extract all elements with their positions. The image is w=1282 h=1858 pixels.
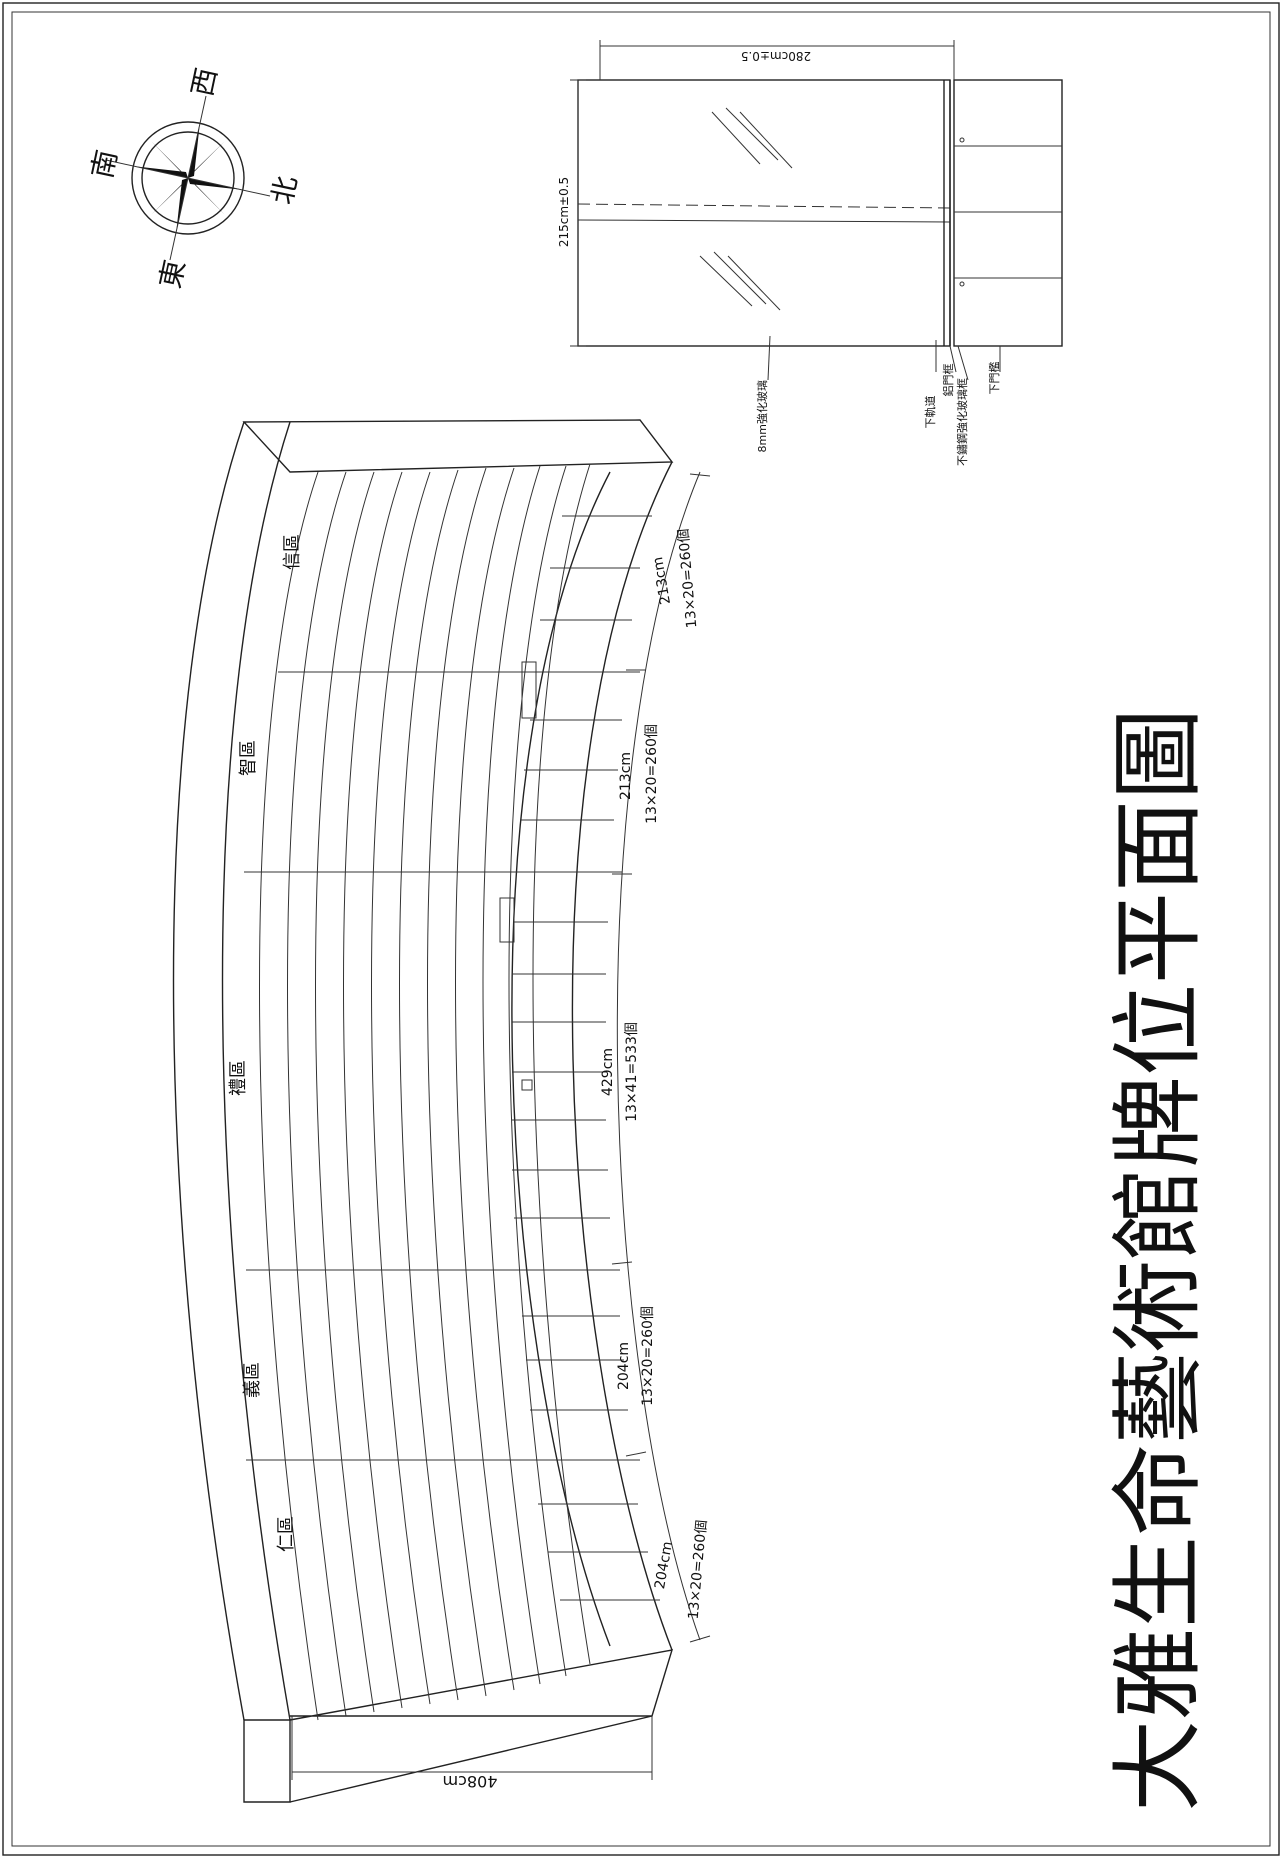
section-count-yi: 13×20=260個 <box>640 1306 656 1406</box>
wall-back-curve <box>172 421 245 1721</box>
compass-north-label: 北 <box>265 173 303 207</box>
inner-border <box>11 11 1271 1847</box>
section-name-ren: 仁區 <box>276 1516 297 1552</box>
compass-west-label: 西 <box>185 65 223 99</box>
section-width-xin: 213cm <box>650 556 674 606</box>
door-glass-label: 8mm強化玻璃 <box>755 380 769 452</box>
section-name-yi: 義區 <box>242 1362 263 1398</box>
door-detail <box>570 40 1063 381</box>
section-count-ren: 13×20=260個 <box>686 1519 711 1620</box>
door-frame-label: 鋁門框 <box>941 364 955 397</box>
door-track-label: 下軌道 <box>923 396 937 429</box>
section-name-xin: 信區 <box>282 534 303 570</box>
section-width-yi: 204cm <box>616 1342 632 1390</box>
compass-east-label: 東 <box>153 257 191 291</box>
threshold-block <box>953 79 1063 347</box>
end-cap-top <box>242 419 674 473</box>
wall-front-curve <box>571 461 673 1651</box>
end-cap-bottom <box>243 1719 291 1803</box>
section-width-ren: 204cm <box>652 1540 676 1590</box>
door-threshold-label: 下門檻 <box>987 362 1001 395</box>
glass-door-outline <box>577 79 951 347</box>
door-width-label: 280cm±0.5 <box>741 49 811 63</box>
door-stainless-label: 不鏽鋼強化玻璃框 <box>955 378 969 466</box>
section-count-li: 13×41=533個 <box>624 1022 640 1122</box>
door-height-label: 215cm±0.5 <box>557 177 571 247</box>
plaque-wall <box>172 419 711 1803</box>
section-count-xin: 13×20=260個 <box>676 528 701 629</box>
section-width-zhi: 213cm <box>618 752 634 800</box>
door-centerline <box>577 203 951 209</box>
compass-south-label: 南 <box>85 147 123 181</box>
section-count-zhi: 13×20=260個 <box>644 724 660 824</box>
front-dimension-line <box>616 471 701 1641</box>
compass-rose <box>105 95 271 261</box>
section-name-zhi: 智區 <box>238 740 259 776</box>
section-name-li: 禮區 <box>228 1060 249 1096</box>
overall-depth-label: 408cm <box>443 1772 498 1791</box>
page-title: 大雅生命藝術館牌位平面圖 <box>1105 708 1212 1812</box>
section-width-li: 429cm <box>600 1048 616 1096</box>
